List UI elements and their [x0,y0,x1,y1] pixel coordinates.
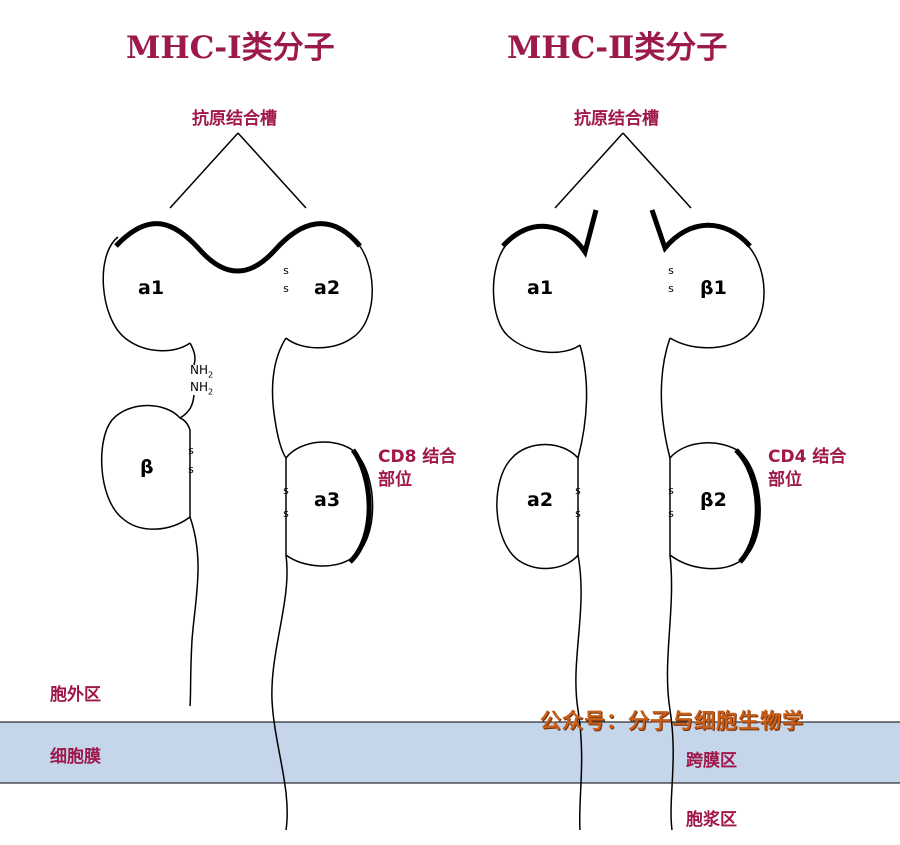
mhc2-groove-right [649,209,752,254]
mhc1-a2-domain [285,236,373,349]
mhc1-beta-domain [100,404,191,530]
cell-membrane-label: 细胞膜 [50,747,101,767]
mhc2-b1-label: β1 [700,277,727,299]
extracellular-label: 胞外区 [50,685,101,705]
mhc2-b2-label: β2 [700,489,727,511]
mhc1-a2-label: a2 [314,277,341,299]
mhc1-groove-floor [114,221,362,274]
mhc2-groove-left [501,209,599,259]
mhc2-a2-label: a2 [527,489,554,511]
groove-pointer-left-2 [237,132,307,209]
mhc1-beta-tail [189,516,199,707]
cd8-binding-site [348,448,372,564]
mhc1-a1-label: a1 [138,277,165,299]
groove-label-mhc2: 抗原结合槽 [574,109,659,129]
nh2-label-2: NH2 [190,380,214,397]
mhc1-beta-label: β [140,456,154,478]
mhc2-beta-tail [666,554,674,831]
mhc2-a2-domain [496,443,579,570]
mhc1-a2-a3-linker [271,337,287,459]
groove-pointer-right-1 [554,132,624,209]
cd8-binding-label: CD8 结合 部位 [378,447,457,490]
mhc1-beta-linker [179,394,195,419]
mhc2-b1-b2-linker [660,337,671,459]
mhc1-heavy-tail [271,554,288,831]
mhc2-alpha-tail [575,554,583,831]
mhc1-a1-linker [189,342,196,366]
groove-pointer-left-1 [169,132,239,209]
mhc2-title: MHC-Ⅱ类分子 [507,30,728,66]
mhc1-a3-domain [285,441,374,567]
mhc1-a1-domain [102,236,191,352]
nh2-label-1: NH2 [190,363,214,380]
mhc2-a1-a2-linker [577,344,588,459]
mhc1-title: MHC-Ⅰ类分子 [126,30,335,66]
cd4-binding-label: CD4 结合 部位 [768,447,847,490]
mhc2-b2-domain [669,442,761,570]
watermark-text: 公众号：分子与细胞生物学 [540,709,804,733]
mhc1-a3-label: a3 [314,489,341,511]
mhc2-a1-domain [492,244,581,354]
cd4-binding-site [734,448,760,564]
cell-membrane-band [0,722,900,783]
mhc2-a1-label: a1 [527,277,554,299]
groove-pointer-right-2 [622,132,692,209]
groove-label-mhc1: 抗原结合槽 [192,109,277,129]
cytoplasmic-label: 胞浆区 [686,810,737,830]
mhc2-b1-domain [669,239,765,349]
transmembrane-label: 跨膜区 [686,751,737,771]
